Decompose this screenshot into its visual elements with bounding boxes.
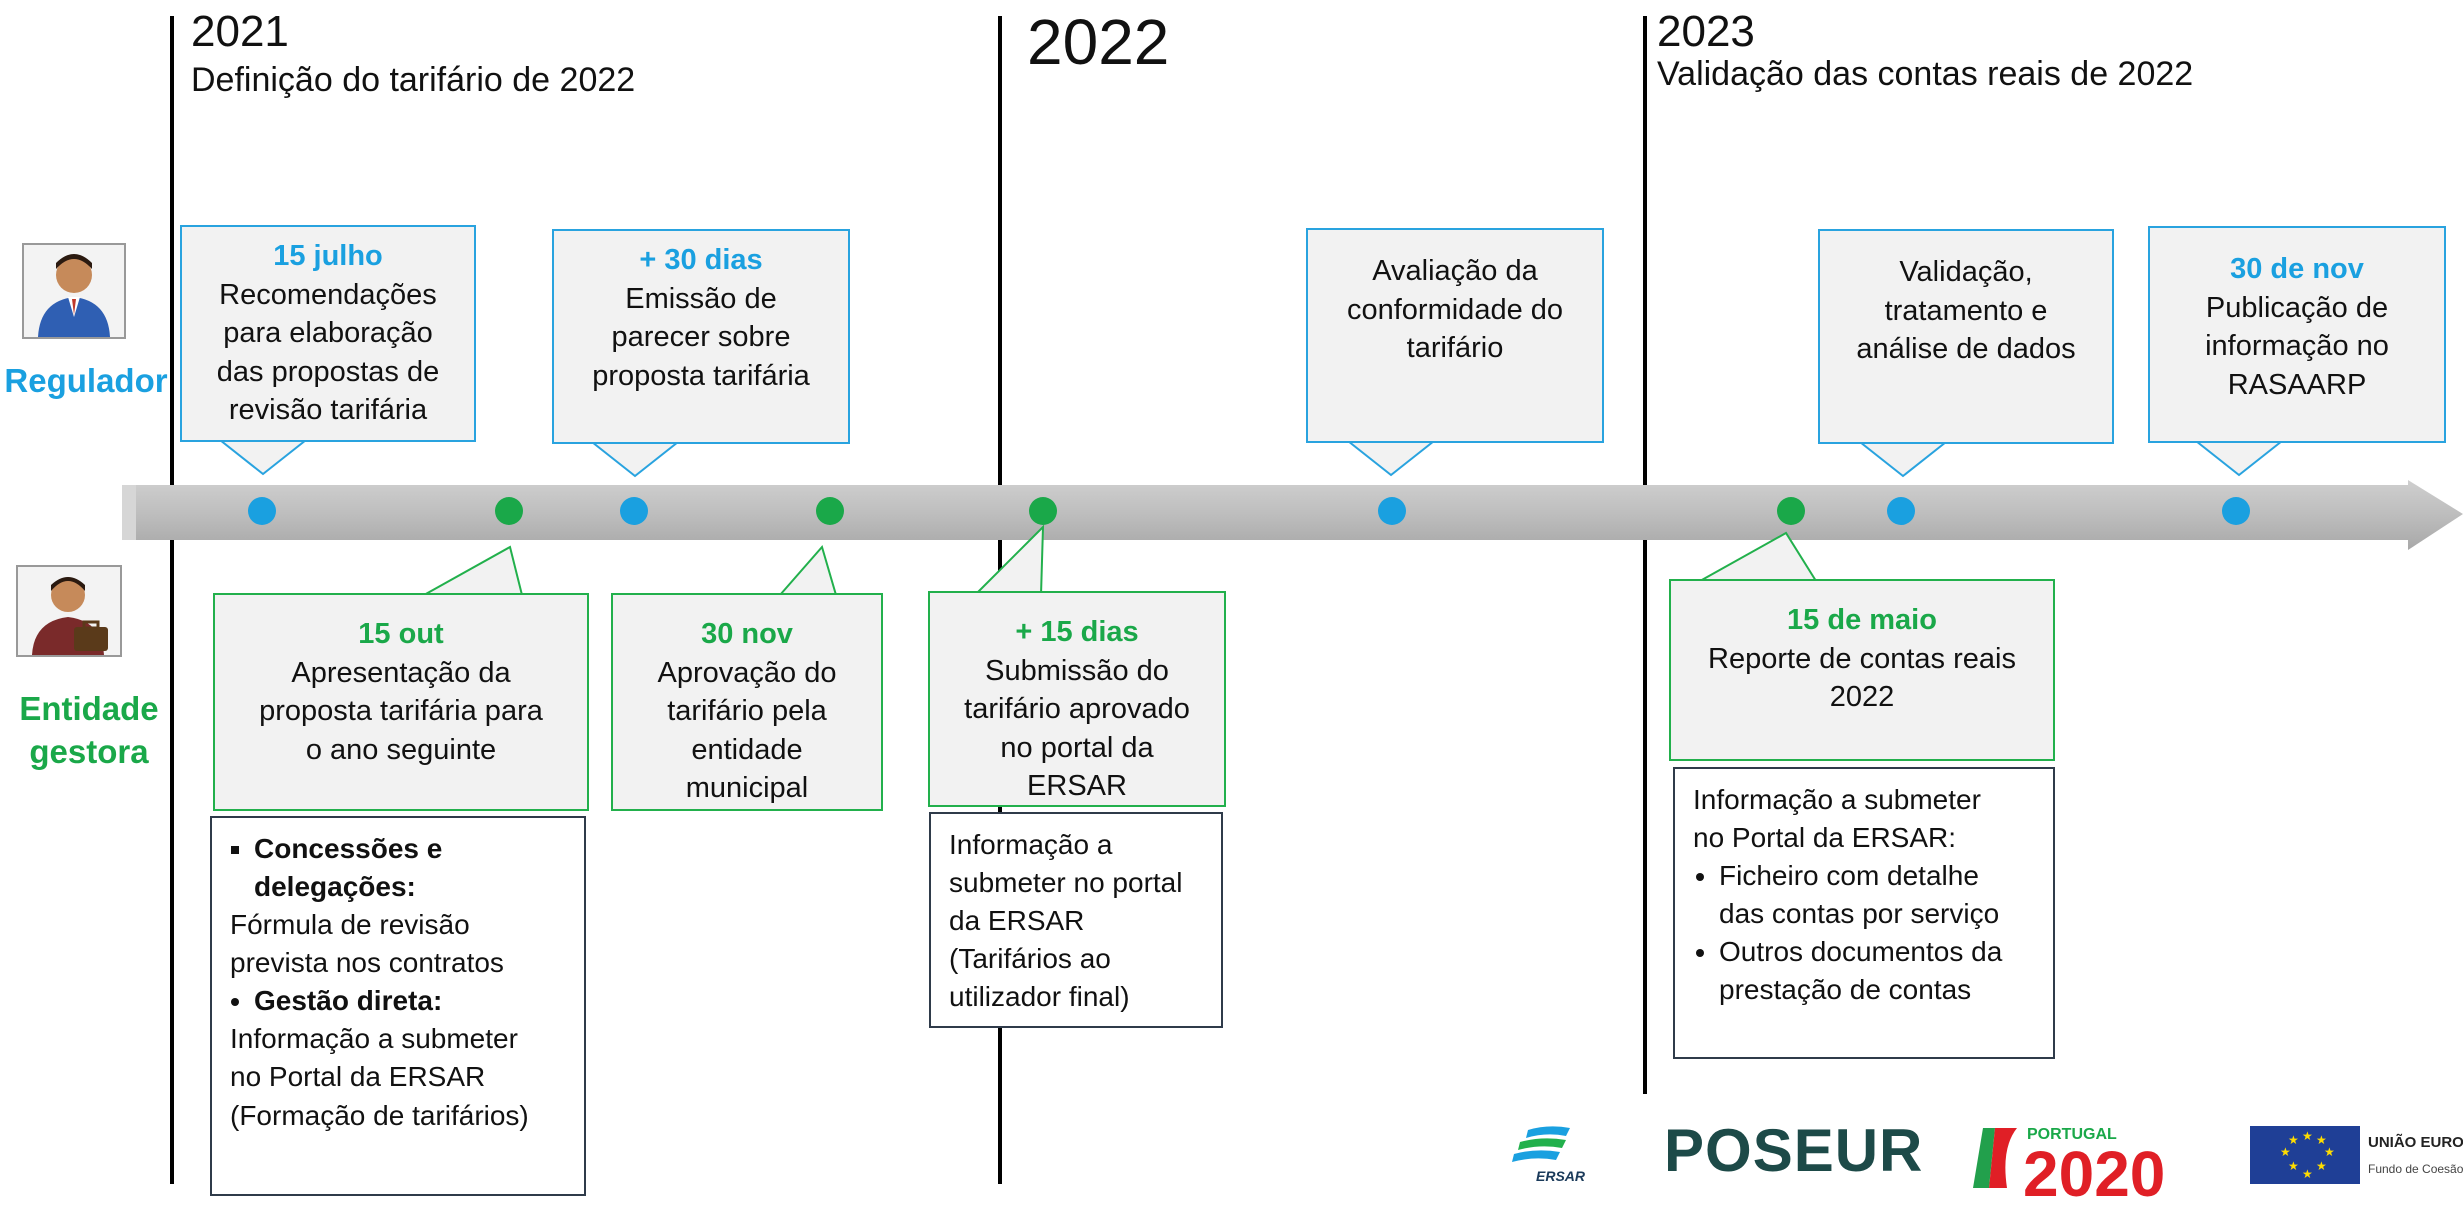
ent-callout-head: 15 out — [358, 618, 444, 650]
ent-callout-text: Submissão do tarifário aprovado no porta… — [964, 654, 1190, 803]
reg-pointer-4 — [1857, 440, 1949, 478]
info-list: Concessões e delegações: — [230, 830, 566, 906]
reg-callout-head: 15 julho — [273, 240, 383, 272]
reg-callout-head: + 30 dias — [639, 244, 763, 276]
regulador-avatar — [22, 243, 126, 339]
svg-text:★: ★ — [2288, 1159, 2299, 1173]
ent-callout-head: 15 de maio — [1787, 604, 1937, 636]
ent-callout-head: 30 nov — [701, 618, 793, 650]
info-text: Informação a submeter no portal da ERSAR… — [949, 829, 1183, 1013]
entidade-label: Entidade gestora — [19, 690, 159, 770]
svg-text:★: ★ — [2302, 1167, 2313, 1181]
info-list: Ficheiro com detalhe das contas por serv… — [1693, 857, 2035, 1009]
reg-callout-30-de-nov: 30 de nov Publicação de informação no RA… — [2148, 226, 2446, 443]
info-bullet: Ficheiro com detalhe das contas por serv… — [1719, 860, 2000, 930]
svg-text:★: ★ — [2324, 1145, 2335, 1159]
ent-callout-15-dias: + 15 dias Submissão do tarifário aprovad… — [928, 591, 1226, 807]
ent-callout-15-de-maio: 15 de maio Reporte de contas reais 2022 — [1669, 579, 2055, 761]
entidade-person-icon — [32, 577, 108, 655]
divider-2023 — [1643, 16, 1647, 1094]
info-list-item: Outros documentos da prestação de contas — [1719, 933, 2035, 1009]
year-2023-subtitle: Validação das contas reais de 2022 — [1657, 55, 2194, 93]
svg-text:★: ★ — [2280, 1145, 2291, 1159]
info-box-contas: Informação a submeter no Portal da ERSAR… — [1673, 767, 2055, 1059]
info-item-text: Informação a submeter no Portal da ERSAR… — [230, 1023, 529, 1131]
reg-callout-text: Emissão de parecer sobre proposta tarifá… — [592, 282, 810, 392]
regulador-event-dot — [1887, 497, 1915, 525]
year-2023: 2023 — [1657, 7, 1755, 56]
reg-callout-avaliacao: Avaliação da conformidade do tarifário — [1306, 228, 1604, 443]
ent-callout-30-nov: 30 nov Aprovação do tarifário pela entid… — [611, 593, 883, 811]
info-intro: Informação a submeter no Portal da ERSAR… — [1693, 784, 1981, 854]
info-bullet: Outros documentos da prestação de contas — [1719, 936, 2003, 1006]
timeline-arrow — [122, 480, 2463, 550]
entidade-event-dot — [1029, 497, 1057, 525]
info-list-item: Concessões e delegações: — [254, 830, 566, 906]
info-box-portal: Informação a submeter no portal da ERSAR… — [929, 812, 1223, 1028]
entidade-event-dot — [816, 497, 844, 525]
info-item-title: Gestão direta: — [254, 985, 443, 1017]
svg-text:★: ★ — [2316, 1159, 2327, 1173]
reg-pointer-3 — [1345, 439, 1437, 477]
svg-text:★: ★ — [2316, 1133, 2327, 1147]
entidade-avatar — [16, 565, 122, 657]
ent-callout-text: Apresentação da proposta tarifária para … — [259, 656, 543, 766]
portugal-flag-icon — [1973, 1128, 2017, 1188]
ent-callout-text: Reporte de contas reais 2022 — [1708, 642, 2016, 714]
regulador-event-dot — [2222, 497, 2250, 525]
ent-callout-head: + 15 dias — [1015, 616, 1139, 648]
ent-callout-15-out: 15 out Apresentação da proposta tarifári… — [213, 593, 589, 811]
portugal-label: PORTUGAL — [2027, 1126, 2117, 1143]
poseur-logo-text: POSEUR — [1664, 1117, 1924, 1184]
regulador-event-dot — [248, 497, 276, 525]
reg-callout-15-julho: 15 julho Recomendações para elaboração d… — [180, 225, 476, 442]
portugal-2020-logo: PORTUGAL 2020 — [1965, 1124, 2205, 1206]
reg-pointer-5 — [2193, 439, 2285, 477]
reg-pointer-1 — [217, 438, 309, 476]
info-item-title: Concessões e delegações: — [254, 833, 443, 903]
regulador-label: Regulador — [4, 362, 168, 399]
reg-callout-text: Avaliação da conformidade do tarifário — [1346, 255, 1564, 365]
ent-pointer-1 — [420, 545, 524, 599]
divider-2021 — [170, 16, 174, 1184]
info-box-tarifario: Concessões e delegações: Fórmula de revi… — [210, 816, 586, 1196]
svg-text:★: ★ — [2288, 1133, 2299, 1147]
reg-callout-text: Recomendações para elaboração das propos… — [216, 278, 440, 427]
eu-logo: ★★★ ★★★ ★★ UNIÃO EUROPEIA Fundo de Coesã… — [2250, 1126, 2463, 1184]
reg-callout-30-dias: + 30 dias Emissão de parecer sobre propo… — [552, 229, 850, 444]
year-2021-subtitle: Definição do tarifário de 2022 — [191, 61, 636, 99]
portugal-year: 2020 — [2023, 1138, 2166, 1210]
regulador-event-dot — [620, 497, 648, 525]
year-2022: 2022 — [1027, 6, 1170, 78]
svg-text:★: ★ — [2302, 1129, 2313, 1143]
eu-sub-label: Fundo de Coesão — [2368, 1162, 2463, 1176]
reg-pointer-2 — [589, 440, 681, 478]
ersar-logo: ERSAR — [1508, 1124, 1588, 1184]
ent-callout-text: Aprovação do tarifário pela entidade mun… — [657, 656, 837, 805]
eu-label: UNIÃO EUROPEIA — [2368, 1134, 2463, 1151]
ersar-logo-text: ERSAR — [1536, 1168, 1586, 1184]
entidade-event-dot — [495, 497, 523, 525]
info-list-item: Gestão direta: — [254, 982, 566, 1020]
regulador-person-icon — [38, 254, 110, 337]
reg-callout-validacao: Validação, tratamento e análise de dados — [1818, 229, 2114, 444]
info-list: Gestão direta: — [230, 982, 566, 1020]
entidade-event-dot — [1777, 497, 1805, 525]
info-list-item: Ficheiro com detalhe das contas por serv… — [1719, 857, 2035, 933]
ent-pointer-3 — [972, 524, 1045, 599]
poseur-logo: POSEUR — [1664, 1118, 1923, 1184]
ent-pointer-4 — [1696, 531, 1818, 585]
eu-flag-icon: ★★★ ★★★ ★★ — [2250, 1126, 2360, 1184]
reg-callout-text: Publicação de informação no RASAARP — [2205, 291, 2389, 401]
year-2021: 2021 — [191, 7, 289, 56]
regulador-event-dot — [1378, 497, 1406, 525]
info-item-text: Fórmula de revisão prevista nos contrato… — [230, 909, 504, 979]
reg-callout-head: 30 de nov — [2230, 253, 2364, 285]
reg-callout-text: Validação, tratamento e análise de dados — [1856, 256, 2076, 366]
ersar-logo-icon — [1512, 1126, 1570, 1162]
ent-pointer-2 — [777, 544, 838, 599]
